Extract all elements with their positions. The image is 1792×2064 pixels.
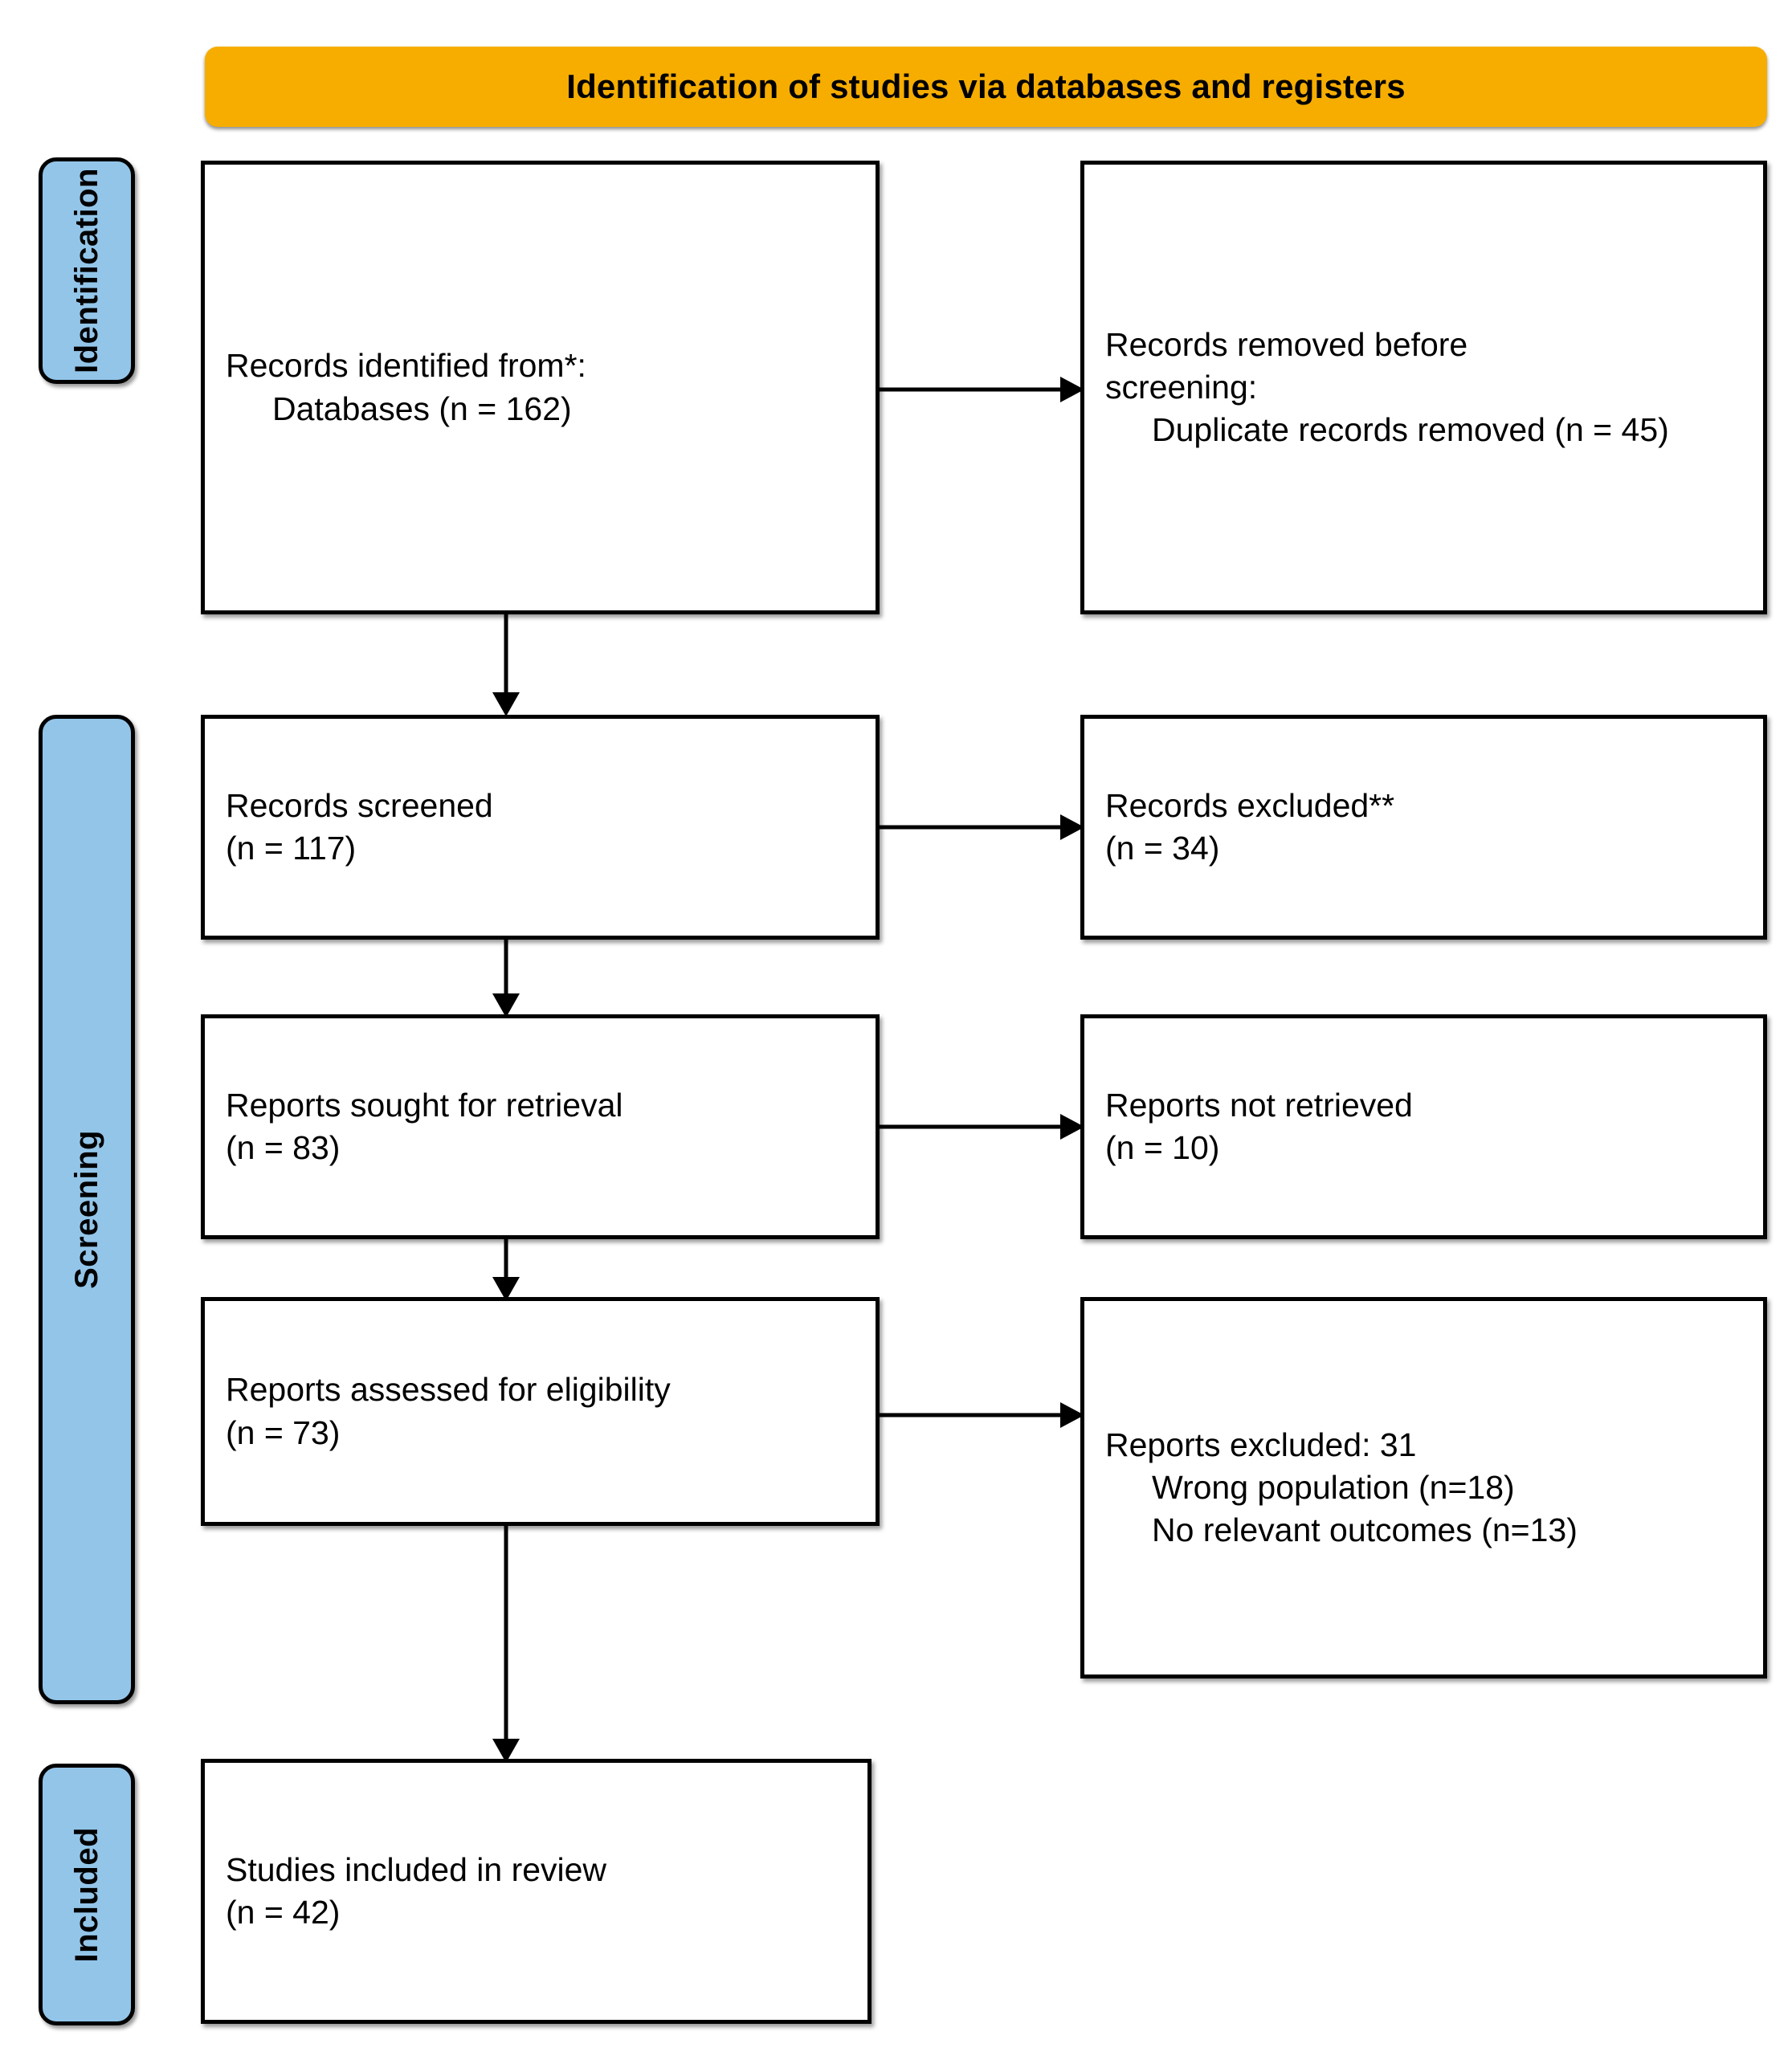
phase-bar-screening: Screening xyxy=(39,715,135,1704)
box-reports-sought: Reports sought for retrieval (n = 83) xyxy=(201,1014,880,1239)
records-identified-line1: Records identified from*: xyxy=(226,347,586,385)
box-reports-excluded: Reports excluded: 31 Wrong population (n… xyxy=(1080,1297,1767,1679)
phase-label-identification: Identification xyxy=(68,168,104,373)
arrow-screened-to-excluded xyxy=(877,811,1088,843)
reports-not-retrieved-line1: Reports not retrieved xyxy=(1105,1086,1413,1124)
reports-excluded-line3: No relevant outcomes (n=13) xyxy=(1152,1511,1578,1549)
reports-sought-line1: Reports sought for retrieval xyxy=(226,1086,623,1124)
records-removed-line3: Duplicate records removed (n = 45) xyxy=(1152,411,1669,449)
phase-bar-identification: Identification xyxy=(39,157,135,384)
records-removed-line1-italic: before xyxy=(1374,325,1468,363)
records-excluded-line1: Records excluded** xyxy=(1105,786,1395,824)
studies-included-line2: (n = 42) xyxy=(226,1894,341,1931)
arrow-assessed-to-reports-excluded xyxy=(877,1399,1088,1431)
arrow-assessed-to-included xyxy=(486,1524,526,1764)
reports-excluded-line2: Wrong population (n=18) xyxy=(1152,1468,1515,1506)
phase-label-included: Included xyxy=(68,1826,104,1963)
banner-title: Identification of studies via databases … xyxy=(566,67,1406,105)
studies-included-line1: Studies included in review xyxy=(226,1850,607,1888)
records-removed-line2-italic: screening xyxy=(1105,368,1248,406)
reports-not-retrieved-line2: (n = 10) xyxy=(1105,1129,1220,1166)
records-removed-line1-plain: Records removed xyxy=(1105,325,1374,363)
arrow-identified-to-screened xyxy=(486,612,526,718)
box-records-excluded: Records excluded** (n = 34) xyxy=(1080,715,1767,940)
box-records-removed-before-screening: Records removed before screening: Duplic… xyxy=(1080,161,1767,614)
arrow-identified-to-removed xyxy=(877,373,1088,406)
reports-sought-line2: (n = 83) xyxy=(226,1129,341,1166)
records-identified-line2: Databases (n = 162) xyxy=(272,390,572,427)
box-reports-assessed: Reports assessed for eligibility (n = 73… xyxy=(201,1297,880,1526)
records-removed-line1: Records removed before xyxy=(1105,324,1742,366)
box-records-screened: Records screened (n = 117) xyxy=(201,715,880,940)
records-screened-line1: Records screened xyxy=(226,786,493,824)
box-reports-not-retrieved: Reports not retrieved (n = 10) xyxy=(1080,1014,1767,1239)
phase-bar-included: Included xyxy=(39,1764,135,2025)
records-excluded-line2: (n = 34) xyxy=(1105,830,1220,867)
banner-identification-header: Identification of studies via databases … xyxy=(205,47,1767,127)
reports-excluded-line1: Reports excluded: 31 xyxy=(1105,1426,1417,1463)
reports-assessed-line1: Reports assessed for eligibility xyxy=(226,1371,671,1409)
reports-assessed-line2: (n = 73) xyxy=(226,1413,341,1451)
phase-label-screening: Screening xyxy=(68,1130,104,1289)
arrow-sought-to-not-retrieved xyxy=(877,1111,1088,1143)
records-removed-line2-colon: : xyxy=(1247,368,1258,406)
records-screened-line2: (n = 117) xyxy=(226,830,357,867)
arrow-sought-to-assessed xyxy=(486,1237,526,1303)
arrow-screened-to-sought xyxy=(486,937,526,1019)
records-removed-line2: screening: xyxy=(1105,366,1742,409)
box-records-identified: Records identified from*: Databases (n =… xyxy=(201,161,880,614)
box-studies-included: Studies included in review (n = 42) xyxy=(201,1759,872,2024)
